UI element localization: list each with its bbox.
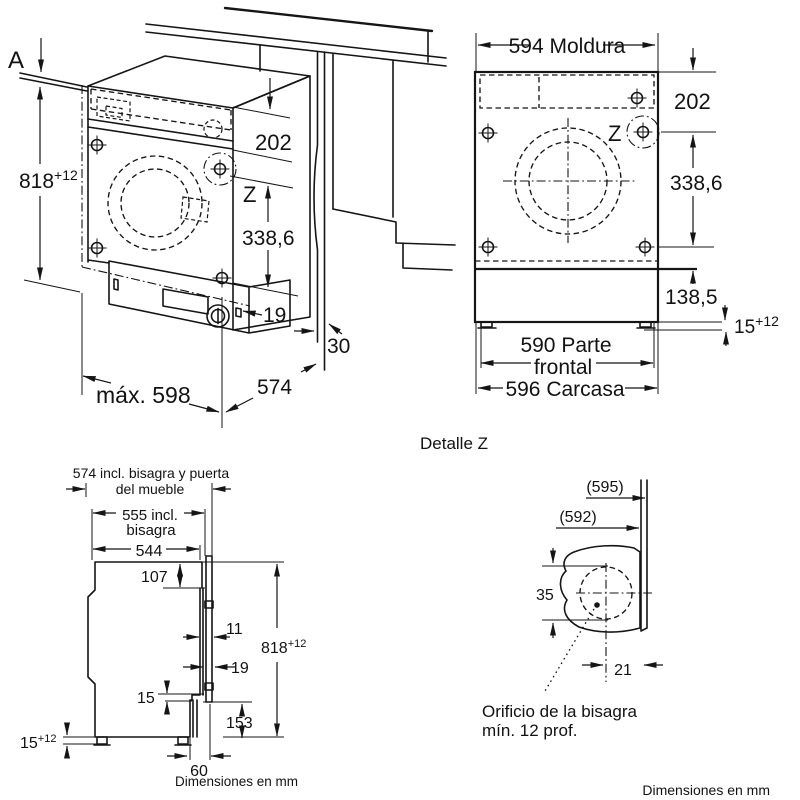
dim-front-width-l1: 590 Parte — [520, 334, 611, 357]
door-inner-circle — [120, 168, 190, 238]
hinge-hole-point — [594, 602, 600, 608]
machine-body-perspective — [86, 55, 311, 334]
cutaway-blob — [559, 544, 641, 633]
detail-ref-label: Z — [243, 182, 256, 207]
dim-moldura-width: 594 Moldura — [509, 35, 626, 58]
detail-z-marker-circle — [203, 152, 237, 186]
dim-niche-height: 818+12 — [261, 638, 306, 657]
door-panel-edge — [640, 479, 648, 632]
detail-dimensions — [549, 494, 663, 669]
screw-icon — [477, 236, 499, 258]
furniture-door-edge — [313, 51, 326, 371]
dim-plinth-step: 15 — [137, 690, 155, 707]
screw-icon — [634, 236, 656, 258]
dim-feet-height: 15+12 — [734, 313, 779, 338]
machine-side-outline — [87, 561, 204, 746]
dim-max-width: máx. 598 — [96, 382, 191, 408]
side-dimensions — [63, 485, 281, 760]
machine-front-outline — [473, 70, 660, 324]
detail-z-view: (595) (592) 35 21 Orificio de la bisagra… — [482, 479, 770, 798]
units-note: Dimensiones en mm — [642, 782, 770, 798]
dim-width-overall: (595) — [586, 479, 623, 496]
hinge-icon — [204, 682, 214, 691]
hinge-hole-note-l2: mín. 12 prof. — [482, 721, 577, 740]
detail-caption: Detalle Z — [420, 434, 488, 453]
front-panel-dashed-band — [479, 74, 655, 109]
screw-icon — [211, 267, 233, 289]
screw-icon — [626, 87, 648, 109]
dim-carcass-width: 596 Carcasa — [505, 378, 624, 401]
dim-depth-incl-door-l2: del mueble — [116, 481, 185, 497]
dim-front-width-l2: frontal — [534, 356, 592, 379]
units-note: Dimensiones en mm — [175, 774, 298, 789]
perspective-view: A 818+12 202 Z 338,6 19 30 574 máx. 598 — [8, 6, 456, 428]
dim-top-zone: 202 — [674, 89, 711, 114]
dim-screw-zone: 338,6 — [670, 172, 723, 195]
front-dimensions — [477, 41, 730, 392]
dim-depth: 574 — [257, 376, 292, 399]
control-panel-dashed-band — [90, 88, 232, 131]
dim-top-offset: 107 — [141, 569, 168, 586]
plinth-display — [162, 288, 209, 315]
screw-icon — [209, 158, 231, 180]
dim-width-inner: (592) — [559, 509, 596, 526]
furniture-door-side — [204, 555, 214, 703]
dim-depth-incl-hinge-l1: 555 incl. — [122, 507, 178, 524]
niche-outline — [81, 85, 251, 307]
perspective-dimensions — [36, 38, 343, 413]
section-label: A — [8, 47, 24, 74]
dim-niche-height: 818+12 — [19, 167, 78, 193]
dim-depth-body: 544 — [136, 543, 163, 560]
dim-hole-offset: 21 — [614, 662, 632, 679]
dim-plinth-zone: 153 — [226, 715, 253, 732]
detail-z-marker-circle — [626, 115, 660, 149]
screw-icon — [86, 237, 108, 259]
dim-gap-lower: 19 — [231, 660, 249, 677]
leader-dotted-line — [544, 608, 595, 692]
hinge-hole-note-l1: Orificio de la bisagra — [482, 702, 638, 721]
door-outer-circle — [107, 155, 203, 251]
side-view: 574 incl. bisagra y puerta del mueble 55… — [20, 465, 306, 789]
dim-screw-zone: 338,6 — [242, 227, 295, 250]
worktop-lines — [19, 6, 456, 271]
dim-depth-incl-hinge-l2: bisagra — [126, 522, 176, 539]
screw-icon — [477, 122, 499, 144]
dim-depth-incl-door-l1: 574 incl. bisagra y puerta — [73, 465, 230, 481]
hinge-icon — [204, 600, 214, 609]
dim-recess-depth: 60 — [190, 763, 208, 780]
dim-top-zone: 202 — [255, 130, 292, 155]
dim-gap-upper: 11 — [226, 621, 243, 638]
screw-icon — [632, 121, 654, 143]
dim-door-thickness: 30 — [327, 335, 350, 358]
dim-door-gap: 19 — [263, 304, 286, 327]
knob-icon — [206, 304, 230, 328]
front-view: 594 Moldura 202 Z 338,6 138,5 15+12 590 … — [473, 33, 779, 401]
dim-feet-height: 15+12 — [20, 733, 56, 752]
detail-ref-label: Z — [608, 121, 621, 146]
screw-icon — [86, 134, 108, 156]
dim-hole-diameter: 35 — [536, 587, 554, 604]
dim-plinth-height: 138,5 — [665, 286, 718, 309]
